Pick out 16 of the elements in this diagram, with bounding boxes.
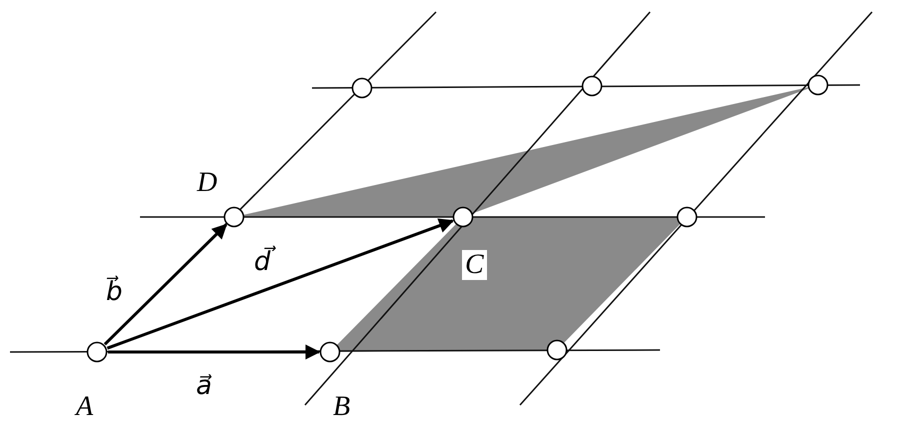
lattice-point [676,206,698,228]
vector-arrow [106,218,454,350]
vector-arrow [104,224,228,346]
point-label: B [333,392,350,422]
lattice-point [807,74,829,96]
point-label: A [76,392,94,422]
point-label: C [462,250,487,280]
point-label: D [197,168,218,198]
lattice-point [351,77,373,99]
lattice-point [581,75,603,97]
vector-arrow [108,344,320,360]
lattice-point [452,206,474,228]
lattice-point [546,339,568,361]
lattice-point [319,341,341,363]
lattice-point [223,206,245,228]
lattice-point [86,341,108,363]
